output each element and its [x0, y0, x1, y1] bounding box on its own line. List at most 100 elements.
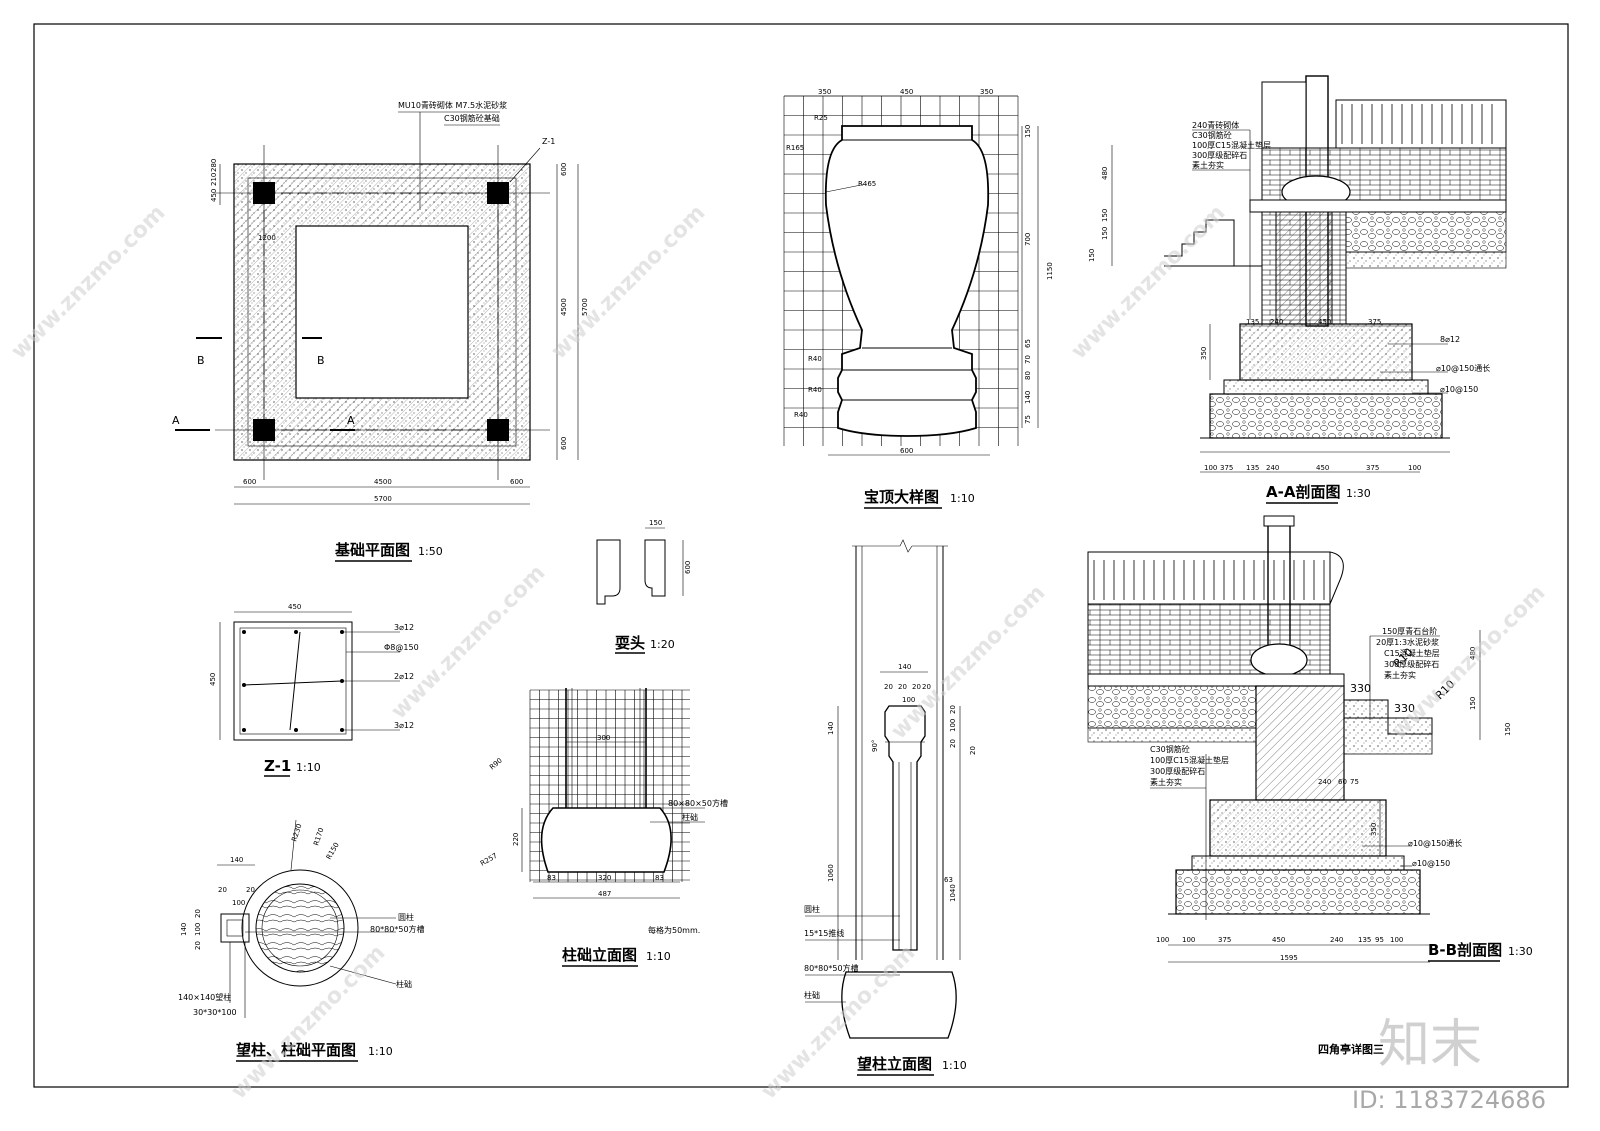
foundation-plan-title: 基础平面图 [334, 541, 410, 559]
shuatou-detail: 150 600 耍头 1:20 [596, 519, 692, 654]
section-b-right-label: B [317, 354, 325, 367]
fp-dim-right-3: 600 [560, 437, 568, 450]
pbp-label-post: 140×140望柱 [178, 992, 231, 1002]
aa-note-4: 300厚级配碎石 [1192, 150, 1247, 160]
finial-scale: 1:10 [950, 492, 975, 505]
pbp-dim-8: 140 [180, 923, 188, 936]
aa-rebar-3: ⌀10@150 [1440, 385, 1478, 394]
pbe-grid-note: 每格为50mm. [648, 925, 700, 935]
bb-dim-350: 350 [1370, 823, 1378, 836]
z1-title: Z-1 [264, 757, 291, 775]
finial-dim-top-1: 350 [818, 88, 831, 96]
fp-dim-bottom-3: 600 [510, 478, 523, 486]
pbe-title: 柱础立面图 [562, 946, 637, 964]
bb-dim-150-1: 150 [1469, 697, 1477, 710]
section-aa: 240青砖砌体 C30钢筋砼 100厚C15混凝土垫层 300厚级配碎石 素土夯… [1088, 75, 1507, 504]
pillar-base-plan: 140 20 100 20 20 100 20 140 R230 R170 R1… [178, 819, 425, 1062]
bb-dim-240: 240 [1318, 778, 1331, 786]
post-dim-top-6: 20 [922, 683, 931, 691]
bb-dim-b5: 240 [1330, 936, 1343, 944]
finial-dim-r6: 140 [1024, 391, 1032, 404]
pbp-title: 望柱、柱础平面图 [236, 1041, 356, 1059]
finial-dim-total: 1150 [1046, 262, 1054, 280]
shuatou-scale: 1:20 [650, 638, 675, 651]
pbp-dim-5: 20 [194, 909, 202, 918]
bb-railing-bars [1093, 560, 1325, 600]
section-a-left-label: A [172, 414, 180, 427]
aa-note-3: 100厚C15混凝土垫层 [1192, 140, 1271, 150]
bb-note-top-3: C15混凝土垫层 [1384, 648, 1440, 658]
fp-dim-total: 5700 [374, 495, 392, 503]
fp-dim-right-2: 4500 [560, 298, 568, 316]
foundation-plan: B B A A MU10青砖砌体 M7.5水泥砂浆 C30钢筋砼基础 Z-1 6… [172, 100, 589, 562]
aa-dim-l4: 150 [1088, 249, 1096, 262]
bb-dim-b4: 450 [1272, 936, 1285, 944]
bb-dim-b3: 375 [1218, 936, 1231, 944]
finial-dim-r2: 700 [1024, 233, 1032, 246]
aa-dim-l5: 350 [1200, 347, 1208, 360]
pbp-dim-4: 20 [246, 886, 255, 894]
pbp-label-base: 柱础 [396, 979, 412, 989]
pbe-r257: R257 [479, 852, 499, 868]
bb-dim-total: 1595 [1280, 954, 1298, 962]
pillar-base-elevation: 300 R90 R257 220 80×80×50方槽 柱础 83 320 83… [479, 688, 728, 967]
pbp-scale: 1:10 [368, 1045, 393, 1058]
bb-dim-330-2: 330 [1394, 702, 1415, 715]
finial-dim-top-3: 350 [980, 88, 993, 96]
pbe-dim-b3: 83 [655, 874, 664, 882]
bb-dim-75: 75 [1350, 778, 1359, 786]
bb-dim-60: 60 [1338, 778, 1347, 786]
z1-rebar-1: 3⌀12 [394, 623, 414, 632]
bb-note-top-5: 素土夯实 [1384, 670, 1416, 680]
post-dim-top-2: 20 [884, 683, 893, 691]
post-dim-right-2: 100 [949, 719, 957, 732]
round-column-section [255, 883, 345, 973]
post-label-column: 圆柱 [804, 904, 820, 914]
finial-outline [824, 125, 990, 437]
aa-railing-bars [1341, 104, 1493, 144]
bb-note-top-4: 300厚级配碎石 [1384, 659, 1439, 669]
bb-dim-b7: 95 [1375, 936, 1384, 944]
post-dim-top-5: 20 [912, 683, 921, 691]
z1-rebar-2: Φ8@150 [384, 643, 419, 652]
post-label-line: 15*15推线 [804, 928, 844, 938]
finial-r25: R25 [814, 114, 828, 122]
aa-dim-m2: 240 [1270, 318, 1283, 326]
post-elevation: 140 20 20 100 20 20 90° 140 1060 20 100 … [804, 539, 977, 1076]
pbe-label-slot: 80×80×50方槽 [668, 798, 728, 808]
post-dim-right-4: 20 [969, 746, 977, 755]
fp-dim-bottom-1: 600 [243, 478, 256, 486]
aa-dim-b3: 135 [1246, 464, 1259, 472]
bb-dim-b1: 100 [1156, 936, 1169, 944]
bb-dim-150-2: 150 [1504, 723, 1512, 736]
bb-note-bottom-2: 100厚C15混凝土垫层 [1150, 755, 1229, 765]
bb-dim-b8: 100 [1390, 936, 1403, 944]
pbe-dim-top: 300 [597, 734, 610, 742]
aa-dim-m4: 375 [1368, 318, 1381, 326]
pbp-dim-3: 100 [232, 899, 245, 907]
foundation-plan-scale: 1:50 [418, 545, 443, 558]
bb-note-top-2: 20厚1:3水泥砂浆 [1376, 637, 1439, 647]
z1-width: 450 [288, 603, 301, 611]
finial-r40-1: R40 [808, 355, 822, 363]
aa-dim-l2: 150 [1101, 209, 1109, 222]
post-title: 望柱立面图 [857, 1055, 932, 1073]
sheet-title: 四角亭详图三 [1318, 1042, 1384, 1056]
finial-r165: R165 [786, 144, 804, 152]
watermark-brand: 知末 [1378, 1015, 1482, 1075]
z1-height: 450 [209, 673, 217, 686]
post-dim-top-4: 100 [902, 696, 915, 704]
aa-rebar-2: ⌀10@150通长 [1436, 363, 1490, 373]
watermark-url: www.znzmo.com [547, 200, 711, 364]
finial-dim-bottom: 600 [900, 447, 913, 455]
aa-dim-b1: 100 [1204, 464, 1217, 472]
aa-dim-b4: 240 [1266, 464, 1279, 472]
fp-dim-right-total: 5700 [581, 298, 589, 316]
bb-note-bottom-1: C30钢筋砼 [1150, 744, 1190, 754]
bb-note-bottom-4: 素土夯实 [1150, 777, 1182, 787]
bb-note-bottom-3: 300厚级配碎石 [1150, 766, 1205, 776]
bb-rebar-2: ⌀10@150 [1412, 859, 1450, 868]
watermark-url: www.znzmo.com [7, 200, 171, 364]
foundation-note-1: MU10青砖砌体 M7.5水泥砂浆 [398, 100, 507, 110]
